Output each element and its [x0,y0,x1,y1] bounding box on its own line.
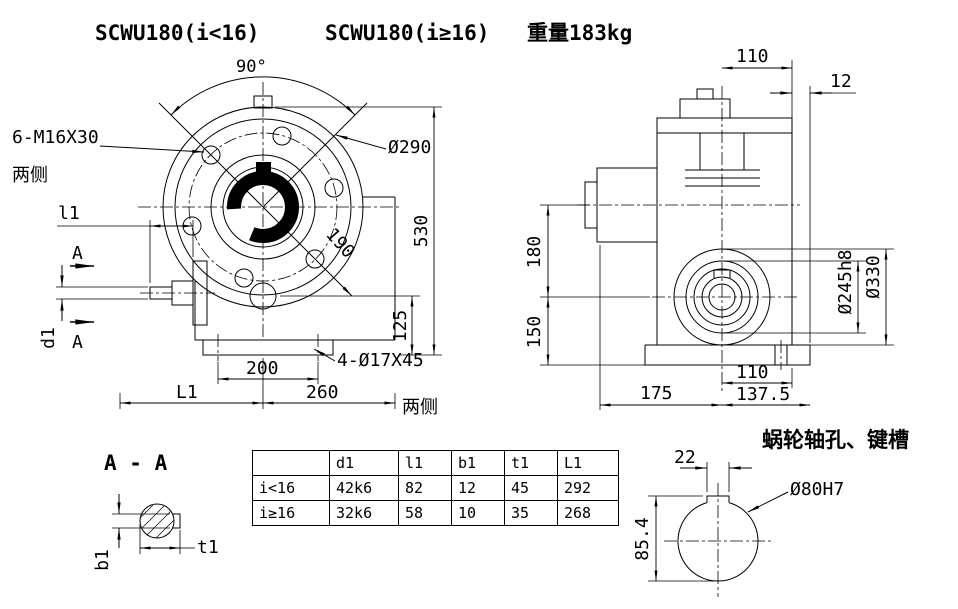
dim-t1: t1 [197,537,219,558]
table-cell: 292 [557,475,619,501]
section-mark-a-top: A [72,243,83,264]
table-cell: 82 [398,475,452,501]
dim-110-top: 110 [736,46,769,67]
bore-keyway-ring [227,171,299,243]
table-cell: 45 [504,475,558,501]
table-cell: 10 [451,500,505,526]
dim-b1: b1 [92,549,113,571]
table-cell: t1 [504,450,558,476]
table-cell [252,450,330,476]
bore-circle [677,502,759,582]
title-model-low: SCWU180(i<16) [95,21,259,45]
table-header-row: d1 l1 b1 t1 L1 [252,450,619,476]
dim-height-530: 530 [411,215,432,248]
table-cell: L1 [557,450,619,476]
side-body [656,117,793,346]
section-mark-a-bottom: A [72,332,83,353]
base-plate [202,339,334,356]
dim-125: 125 [390,310,411,343]
spec-table: d1 l1 b1 t1 L1 i<16 42k6 82 12 45 292 i≥… [252,450,619,526]
front-view: 90° [138,57,402,361]
side-view-dimensions: 110 12 180 150 Ø245h8 Ø330 175 110 137.5 [524,46,894,410]
title-model-high: SCWU180(i≥16) [325,21,489,45]
keyway-title: 蜗轮轴孔、键槽 [762,428,909,452]
table-cell: b1 [451,450,505,476]
table-cell: 268 [557,500,619,526]
callout-bolts: 6-M16X30 [12,127,99,148]
keyway-notch [256,162,271,174]
table-cell: l1 [398,450,452,476]
table-row: i<16 42k6 82 12 45 292 [252,475,619,501]
dim-dia80h7: Ø80H7 [790,479,844,500]
dim-angle-90: 90° [236,57,267,77]
dim-dia330: Ø330 [863,255,884,298]
dim-175: 175 [640,383,673,404]
dim-260: 260 [306,382,339,403]
dim-110-bottom: 110 [736,362,769,383]
dim-12: 12 [830,71,852,92]
section-aa-detail: A - A b1 t1 [92,451,219,571]
dim-200: 200 [246,358,279,379]
table-cell: 42k6 [329,475,399,501]
front-view-dimensions: 6-M16X30 两侧 Ø290 530 190 125 200 L1 260 … [12,106,442,418]
dim-flange-dia: Ø290 [388,137,431,158]
flange-outer-circle [162,106,364,308]
dim-85-4: 85.4 [632,517,653,560]
table-cell: i<16 [252,475,330,501]
dim-180: 180 [524,236,545,269]
dim-22: 22 [674,447,696,468]
dim-150: 150 [524,316,545,349]
table-cell: 32k6 [329,500,399,526]
table-row: i≥16 32k6 58 10 35 268 [252,500,619,526]
dim-dia245h8: Ø245h8 [835,249,856,314]
section-shaft-circle [139,503,175,539]
dim-L1: L1 [176,382,198,403]
section-aa-label: A - A [104,451,168,475]
table-cell: 12 [451,475,505,501]
keyway-detail: 蜗轮轴孔、键槽 22 Ø80H7 85.4 [632,428,909,597]
dim-190: 190 [321,224,358,262]
side-view [577,86,811,392]
title-weight: 重量183kg [527,21,632,45]
callout-base-holes: 4-Ø17X45 [337,350,424,371]
callout-base-sides: 两侧 [402,397,438,418]
dim-d1: d1 [38,327,59,349]
table-cell: i≥16 [252,500,330,526]
table-cell: d1 [329,450,399,476]
table-cell: 58 [398,500,452,526]
table-cell: 35 [504,500,558,526]
dim-137-5: 137.5 [736,384,790,405]
dim-l1: l1 [58,203,80,224]
callout-bolts-sides: 两侧 [12,165,48,186]
